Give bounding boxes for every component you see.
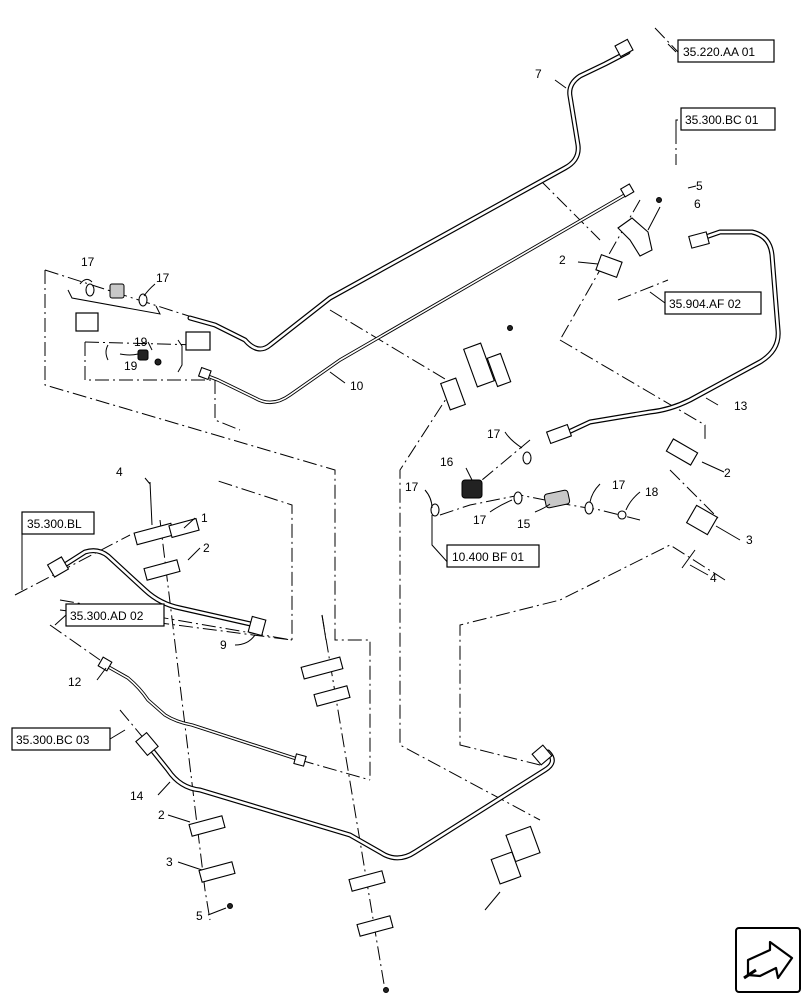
callout-13: 13 xyxy=(734,399,748,413)
clamp-stack-right xyxy=(665,438,719,569)
tube-14 xyxy=(135,731,555,861)
callout-19: 19 xyxy=(124,359,138,373)
tube-12 xyxy=(97,656,307,767)
callout-labels: 1 2 2 2 2 3 3 4 4 5 5 6 7 8 9 10 11 12 1… xyxy=(68,67,753,923)
callout-18: 18 xyxy=(645,485,659,499)
ref-35-904-af-02[interactable]: 35.904.AF 02 xyxy=(669,297,741,311)
fitting-16-15-group xyxy=(430,451,627,520)
callout-17: 17 xyxy=(473,513,487,527)
callout-10: 10 xyxy=(350,379,364,393)
clamp-stack-center xyxy=(439,325,513,411)
ref-10-400-bf-01[interactable]: 10.400 BF 01 xyxy=(452,550,524,564)
callout-14: 14 xyxy=(130,789,144,803)
callout-9: 9 xyxy=(220,638,227,652)
callout-3: 3 xyxy=(746,533,753,547)
fitting-8-group xyxy=(67,283,161,315)
callout-12: 12 xyxy=(68,675,82,689)
callout-2: 2 xyxy=(203,541,210,555)
callout-11-frame xyxy=(185,331,211,351)
tube-13 xyxy=(545,229,781,445)
callout-2: 2 xyxy=(559,253,566,267)
ref-35-300-bc-01[interactable]: 35.300.BC 01 xyxy=(685,113,759,127)
ref-35-300-bc-03[interactable]: 35.300.BC 03 xyxy=(16,733,90,747)
callout-16: 16 xyxy=(440,455,454,469)
callout-17: 17 xyxy=(612,478,626,492)
callout-17: 17 xyxy=(405,480,419,494)
clamp-stack-mid xyxy=(300,614,351,707)
callout-5: 5 xyxy=(696,179,703,193)
arrow-navigation-icon[interactable] xyxy=(735,927,801,993)
clamp-stack-bottom-left xyxy=(188,815,236,909)
ref-35-300-bl[interactable]: 35.300.BL xyxy=(27,517,82,531)
ref-35-300-ad-02[interactable]: 35.300.AD 02 xyxy=(70,609,144,623)
callout-19: 19 xyxy=(134,335,148,349)
callout-6: 6 xyxy=(694,197,701,211)
clamp-bracket-upper xyxy=(595,197,662,278)
callout-8-frame xyxy=(75,312,99,332)
callout-15: 15 xyxy=(517,517,531,531)
callout-4: 4 xyxy=(710,571,717,585)
callout-7: 7 xyxy=(535,67,542,81)
tube-10 xyxy=(197,183,635,404)
callout-2: 2 xyxy=(158,808,165,822)
reference-boxes: 35.220.AA 01 35.300.BC 01 35.904.AF 02 1… xyxy=(11,39,776,751)
callout-17: 17 xyxy=(81,255,95,269)
tube-9 xyxy=(46,548,267,637)
clamp-stack-bottom-right xyxy=(484,825,541,911)
clamp-stack-bottom-mid xyxy=(348,870,394,993)
callout-4: 4 xyxy=(116,465,123,479)
clamp-stack-left xyxy=(133,481,200,581)
callout-2: 2 xyxy=(724,466,731,480)
callout-1: 1 xyxy=(201,511,208,525)
callout-leaders xyxy=(79,79,741,916)
reference-leaders xyxy=(21,43,678,740)
callout-17: 17 xyxy=(487,427,501,441)
callout-5: 5 xyxy=(196,909,203,923)
ref-35-220-aa-01[interactable]: 35.220.AA 01 xyxy=(683,45,755,59)
callout-17: 17 xyxy=(156,271,170,285)
fitting-11-group xyxy=(105,339,183,373)
callout-3: 3 xyxy=(166,855,173,869)
tube-7 xyxy=(187,38,634,352)
